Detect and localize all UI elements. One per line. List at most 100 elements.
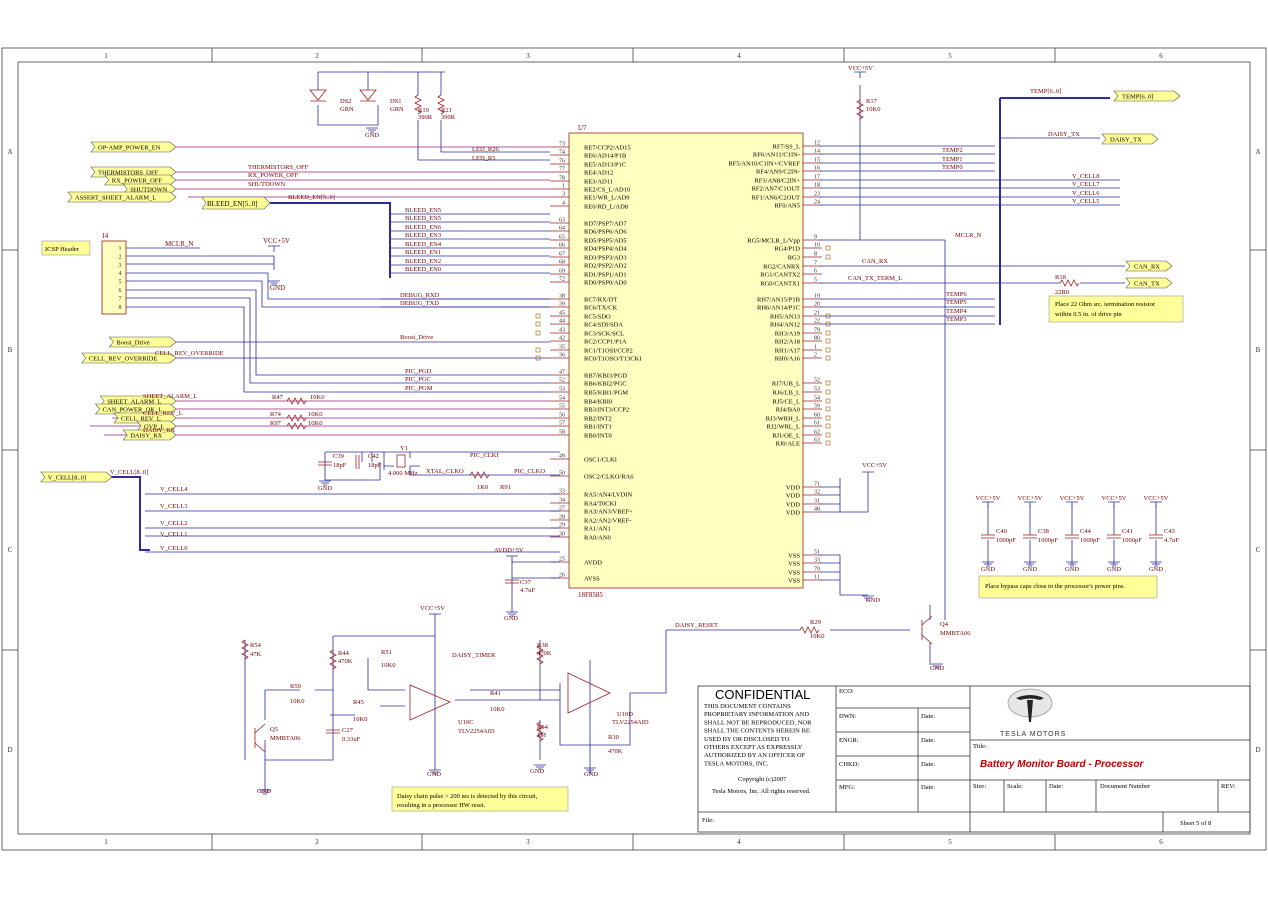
u7-left-pin-number: 25 bbox=[559, 557, 565, 563]
net-label: BLEED_EN0 bbox=[405, 266, 441, 273]
title-block bbox=[697, 685, 1251, 833]
u7-left-pin-number: 44 bbox=[559, 319, 565, 325]
opamp-u10c-icon bbox=[409, 684, 451, 721]
led-ds1-icon bbox=[359, 89, 377, 102]
component-label: 4.000 MHz bbox=[388, 470, 418, 477]
u7-right-pin-name: RH7/AN15/P1B bbox=[757, 297, 801, 304]
component-label: R41 bbox=[490, 690, 501, 697]
no-connect-marker-icon bbox=[535, 347, 541, 353]
eco-label: ECO: bbox=[839, 688, 854, 695]
u7-right-pin-name: RH6/AN14/P1C bbox=[757, 305, 800, 312]
bypass-gnd-label: GND bbox=[1149, 566, 1163, 573]
component-label: R45 bbox=[353, 699, 364, 706]
u7-left-pin-name: AVSS bbox=[584, 576, 600, 583]
u7-left-pin-number: 4 bbox=[562, 201, 565, 207]
u7-right-pin-number: 16 bbox=[814, 166, 820, 172]
left-port-label: CELL_REV_L bbox=[121, 416, 161, 423]
u7-right-pin-name: VSS bbox=[788, 561, 800, 568]
u7-right-pin-number: 51 bbox=[814, 550, 820, 556]
crystal-wires bbox=[324, 451, 560, 481]
bypass-vcc-label: VCC+5V bbox=[1102, 495, 1127, 502]
no-connect-marker-icon bbox=[825, 330, 831, 336]
component-label: R74 bbox=[270, 411, 282, 418]
u7-left-pin-name: RA0/AN0 bbox=[584, 535, 611, 542]
no-connect-marker-icon bbox=[825, 338, 831, 344]
u7-right-pin-number: 20 bbox=[814, 302, 820, 308]
net-label: PIC_PGC bbox=[405, 376, 431, 383]
component-label: C42 bbox=[368, 453, 379, 460]
net-label: LED_R5 bbox=[472, 155, 495, 162]
component-label: 10K0 bbox=[308, 420, 322, 427]
u7-left-pin-name: RE2/CS_L/AD10 bbox=[584, 187, 630, 194]
net-label: DAISY_RX bbox=[143, 427, 175, 434]
frame-col-bottom-label: 4 bbox=[737, 838, 741, 846]
chkd-date-label: Date: bbox=[921, 761, 935, 768]
title-label: Title: bbox=[973, 743, 987, 750]
u7-right-pin-name: RG3 bbox=[788, 255, 800, 262]
mfg-label: MFG: bbox=[839, 784, 855, 791]
u7-right-pin-number: 7 bbox=[814, 261, 817, 267]
component-label: GND bbox=[504, 615, 518, 622]
net-label: PIC_CLKI bbox=[470, 452, 499, 459]
component-label: 47K bbox=[250, 651, 262, 658]
net-label: TEMP1 bbox=[942, 156, 963, 163]
crystal-y1-icon bbox=[396, 454, 406, 468]
capacitor-c40-icon bbox=[981, 534, 995, 539]
u7-left-pin-number: 29 bbox=[559, 523, 565, 529]
document-number-label: Document Number bbox=[1100, 783, 1151, 790]
net-label: TEMP2 bbox=[942, 147, 963, 154]
u7-left-pin-name: RB2/INT2 bbox=[584, 416, 612, 423]
resistor-r47-icon bbox=[286, 397, 307, 405]
component-label: C39 bbox=[333, 453, 344, 460]
power-rail-symbol-icon bbox=[1066, 501, 1078, 508]
j4-pin-number: 4 bbox=[119, 271, 122, 277]
u7-left-pin-number: 39 bbox=[559, 302, 565, 308]
j4-refdes: J4 bbox=[102, 232, 109, 240]
component-label: GRN bbox=[340, 106, 354, 113]
left-port-label: Boost_Drive bbox=[116, 340, 149, 347]
u7-right-pin-name: RG2/CANRX bbox=[763, 264, 800, 271]
daisy-note-line2: resulting in a processor HW reset. bbox=[397, 802, 486, 809]
u7-right-pin-number: 52 bbox=[814, 378, 820, 384]
right-port-label: DAISY_TX bbox=[1110, 137, 1142, 144]
no-connect-marker-icon bbox=[535, 321, 541, 327]
confidential-heading: CONFIDENTIAL bbox=[715, 687, 810, 702]
u7-left-pin-name: RE4/AD12 bbox=[584, 170, 613, 177]
left-port-flag bbox=[108, 336, 177, 348]
u7-left-pin-number: 72 bbox=[559, 277, 565, 283]
component-label: Y1 bbox=[400, 445, 408, 452]
u7-right-pin-name: RF6/AN11/C1IN- bbox=[753, 152, 800, 159]
component-label: 10K0 bbox=[490, 706, 504, 713]
left-port-flag bbox=[67, 191, 177, 203]
u7-left-pin-name: RB6/KBI2/PGC bbox=[584, 381, 627, 388]
u7-right-pin-name: RJ1/OE_L bbox=[772, 433, 800, 440]
u7-right-pin-number: 53 bbox=[814, 387, 820, 393]
bypass-gnd-label: GND bbox=[981, 566, 995, 573]
u7-right-pin-number: 24 bbox=[814, 200, 820, 206]
u7-left-pin-number: 65 bbox=[559, 235, 565, 241]
u7-left-pin-number: 54 bbox=[559, 396, 565, 402]
u7-left-pin-name: RD3/PSP3/AD3 bbox=[584, 255, 627, 262]
ground-symbol-icon bbox=[584, 767, 596, 773]
ground-symbol-icon bbox=[429, 769, 441, 775]
u7-left-pin-number: 26 bbox=[559, 573, 565, 579]
net-label: V_CELL4 bbox=[160, 486, 188, 493]
frame-col-top-label: 3 bbox=[526, 52, 530, 60]
bypass-cap-value: 1000pF bbox=[996, 537, 1016, 544]
net-label: TEMP5 bbox=[946, 299, 967, 306]
component-label: MMBTA06 bbox=[270, 735, 301, 742]
termination-note: Place 22 Ohm src. termination resistor w… bbox=[1048, 295, 1184, 323]
daisy-note: Daisy chain pulse > 200 ms is detected b… bbox=[391, 786, 569, 812]
u7-right-pin-number: 48 bbox=[814, 507, 820, 513]
u7-right-pin-number: 14 bbox=[814, 149, 820, 155]
net-label: V_CELL7 bbox=[1072, 181, 1100, 188]
u7-left-pin-number: 69 bbox=[559, 269, 565, 275]
ground-symbol-icon bbox=[268, 280, 280, 286]
u7-left-pin-name: RC6/TX/CK bbox=[584, 305, 618, 312]
u7-right-pin-number: 54 bbox=[814, 396, 820, 402]
bypass-cap-refdes: C44 bbox=[1080, 528, 1092, 535]
u7-left-pin-number: 1 bbox=[562, 184, 565, 190]
ground-symbol-icon bbox=[366, 127, 378, 133]
u7-right-pin-number: 61 bbox=[814, 421, 820, 427]
